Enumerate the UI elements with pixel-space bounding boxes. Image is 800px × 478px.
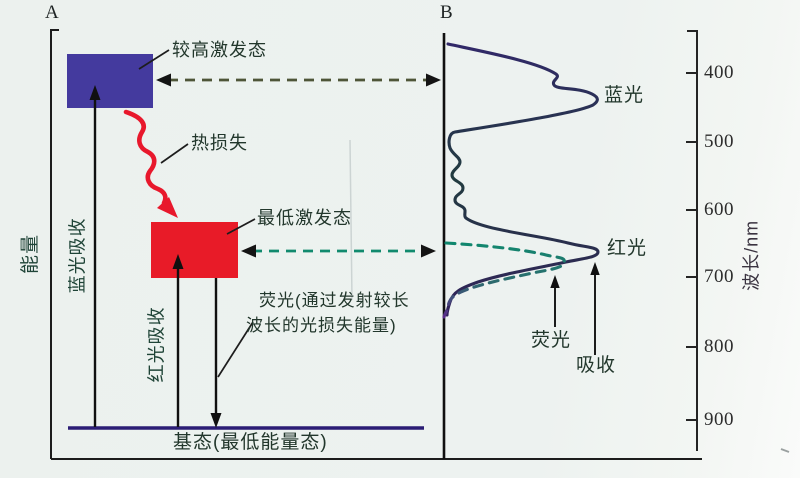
blue-absorption-arrow xyxy=(89,85,101,427)
tick-900: 900 xyxy=(704,409,734,430)
fluorescence-pointer-arrow xyxy=(550,275,560,327)
heat-loss-pointer-line xyxy=(160,143,189,164)
absorption-spectrum-curve xyxy=(445,42,600,317)
fluorescence-note-line1: 荧光(通过发射较长 xyxy=(259,291,410,310)
ground-state-label: 基态(最低能量态) xyxy=(173,432,328,453)
lowest-excited-state-box xyxy=(151,222,238,278)
higher-state-pointer-line xyxy=(138,49,170,70)
higher-excited-state-box xyxy=(67,54,153,108)
absorption-pointer-arrow xyxy=(590,262,600,355)
fluorescence-note-line2: 波长的光损失能量) xyxy=(246,316,397,335)
energy-axis-label: 能量 xyxy=(20,233,42,274)
higher-excited-state-label: 较高激发态 xyxy=(172,40,267,60)
upper-dashed-link-arrow xyxy=(156,73,441,87)
tick-800: 800 xyxy=(704,336,734,357)
tick-500: 500 xyxy=(704,131,734,152)
fluorescence-note-pointer-line xyxy=(217,321,254,378)
blue-absorption-label: 蓝光吸收 xyxy=(67,217,88,294)
heat-loss-wavy-arrow xyxy=(123,109,178,218)
red-light-label: 红光 xyxy=(607,238,648,259)
red-absorption-label: 红光吸收 xyxy=(146,306,167,383)
scan-speck-artifact xyxy=(780,448,790,453)
lowest-excited-state-label: 最低激发态 xyxy=(257,208,352,228)
tick-400: 400 xyxy=(704,62,734,83)
red-absorption-arrow xyxy=(172,254,184,427)
wavelength-axis xyxy=(686,30,698,451)
tick-600: 600 xyxy=(704,199,734,220)
panel-b-label: B xyxy=(440,2,453,23)
lowest-state-pointer-line xyxy=(226,218,256,235)
wavelength-axis-label: 波长/nm xyxy=(741,219,762,291)
blue-light-label: 蓝光 xyxy=(604,85,645,106)
energy-axis xyxy=(50,29,59,459)
scan-crease-artifact xyxy=(349,139,353,301)
panel-a-label: A xyxy=(45,2,59,23)
fluorescence-label: 荧光 xyxy=(531,330,572,351)
absorption-label: 吸收 xyxy=(576,355,617,376)
tick-700: 700 xyxy=(704,266,734,287)
heat-loss-label: 热损失 xyxy=(191,133,248,153)
fluorescence-down-arrow xyxy=(210,278,222,428)
lower-dashed-link-arrow xyxy=(241,244,436,258)
fluorescence-spectrum-curve xyxy=(442,241,566,319)
